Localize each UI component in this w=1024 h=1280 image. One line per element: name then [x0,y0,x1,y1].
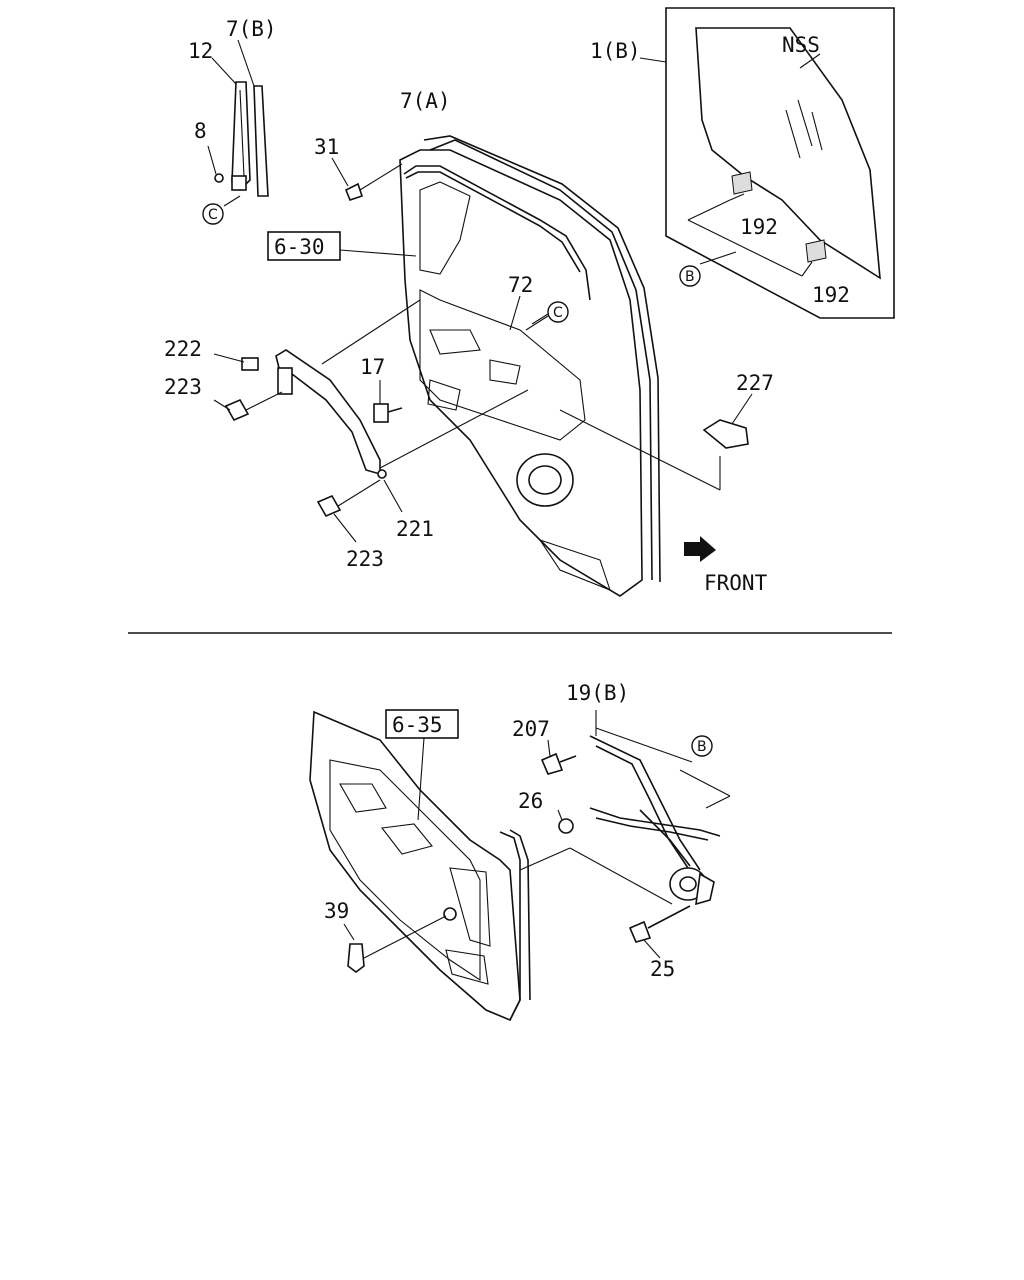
ref-circle-c-upper: C [202,203,224,225]
svg-text:B: B [685,269,695,285]
callout-39: 39 [324,899,349,923]
callout-19b: 19(B) [566,681,629,705]
callout-192-lower: 192 [812,283,850,307]
callout-223-lower: 223 [346,547,384,571]
callout-221: 221 [396,517,434,541]
bolt-25 [628,905,691,943]
ref-circle-b-lower: B [691,735,713,757]
bolt-207 [540,752,577,775]
callout-31: 31 [314,135,339,159]
callout-8: 8 [194,119,207,143]
front-arrow-icon [684,536,716,562]
ref-circle-c-lower: C [547,301,569,323]
callout-25: 25 [650,957,675,981]
ref-box-6-30 [267,231,341,261]
clip-31 [344,163,403,201]
callout-227: 227 [736,371,774,395]
svg-text:C: C [553,305,563,321]
window-glass-box [665,7,895,319]
window-regulator [589,735,731,906]
callout-6-30: 6-30 [274,235,325,259]
callout-222: 222 [164,337,202,361]
front-label: FRONT [704,571,768,595]
svg-text:B: B [697,739,707,755]
bolt-17 [373,403,403,423]
svg-text:C: C [208,207,218,223]
cap-227 [702,419,749,449]
door-trim-panel [309,710,531,1022]
ref-circle-b-upper: B [679,265,701,287]
callout-7b: 7(B) [226,17,277,41]
callout-1b: 1(B) [590,39,641,63]
callout-nss: NSS [782,33,820,57]
nut-26 [558,818,574,834]
callout-26: 26 [518,789,543,813]
callout-7a: 7(A) [400,89,451,113]
callout-6-35: 6-35 [392,713,443,737]
callout-17: 17 [360,355,385,379]
callout-72: 72 [508,273,533,297]
handle-39 [347,915,447,973]
door-inner-panel [399,135,661,597]
callout-207: 207 [512,717,550,741]
callout-223-upper: 223 [164,375,202,399]
ref-box-6-35 [385,709,459,739]
callout-192-upper: 192 [740,215,778,239]
callout-12: 12 [188,39,213,63]
glass-run-channel [214,81,269,197]
check-arm-221 [224,349,387,518]
